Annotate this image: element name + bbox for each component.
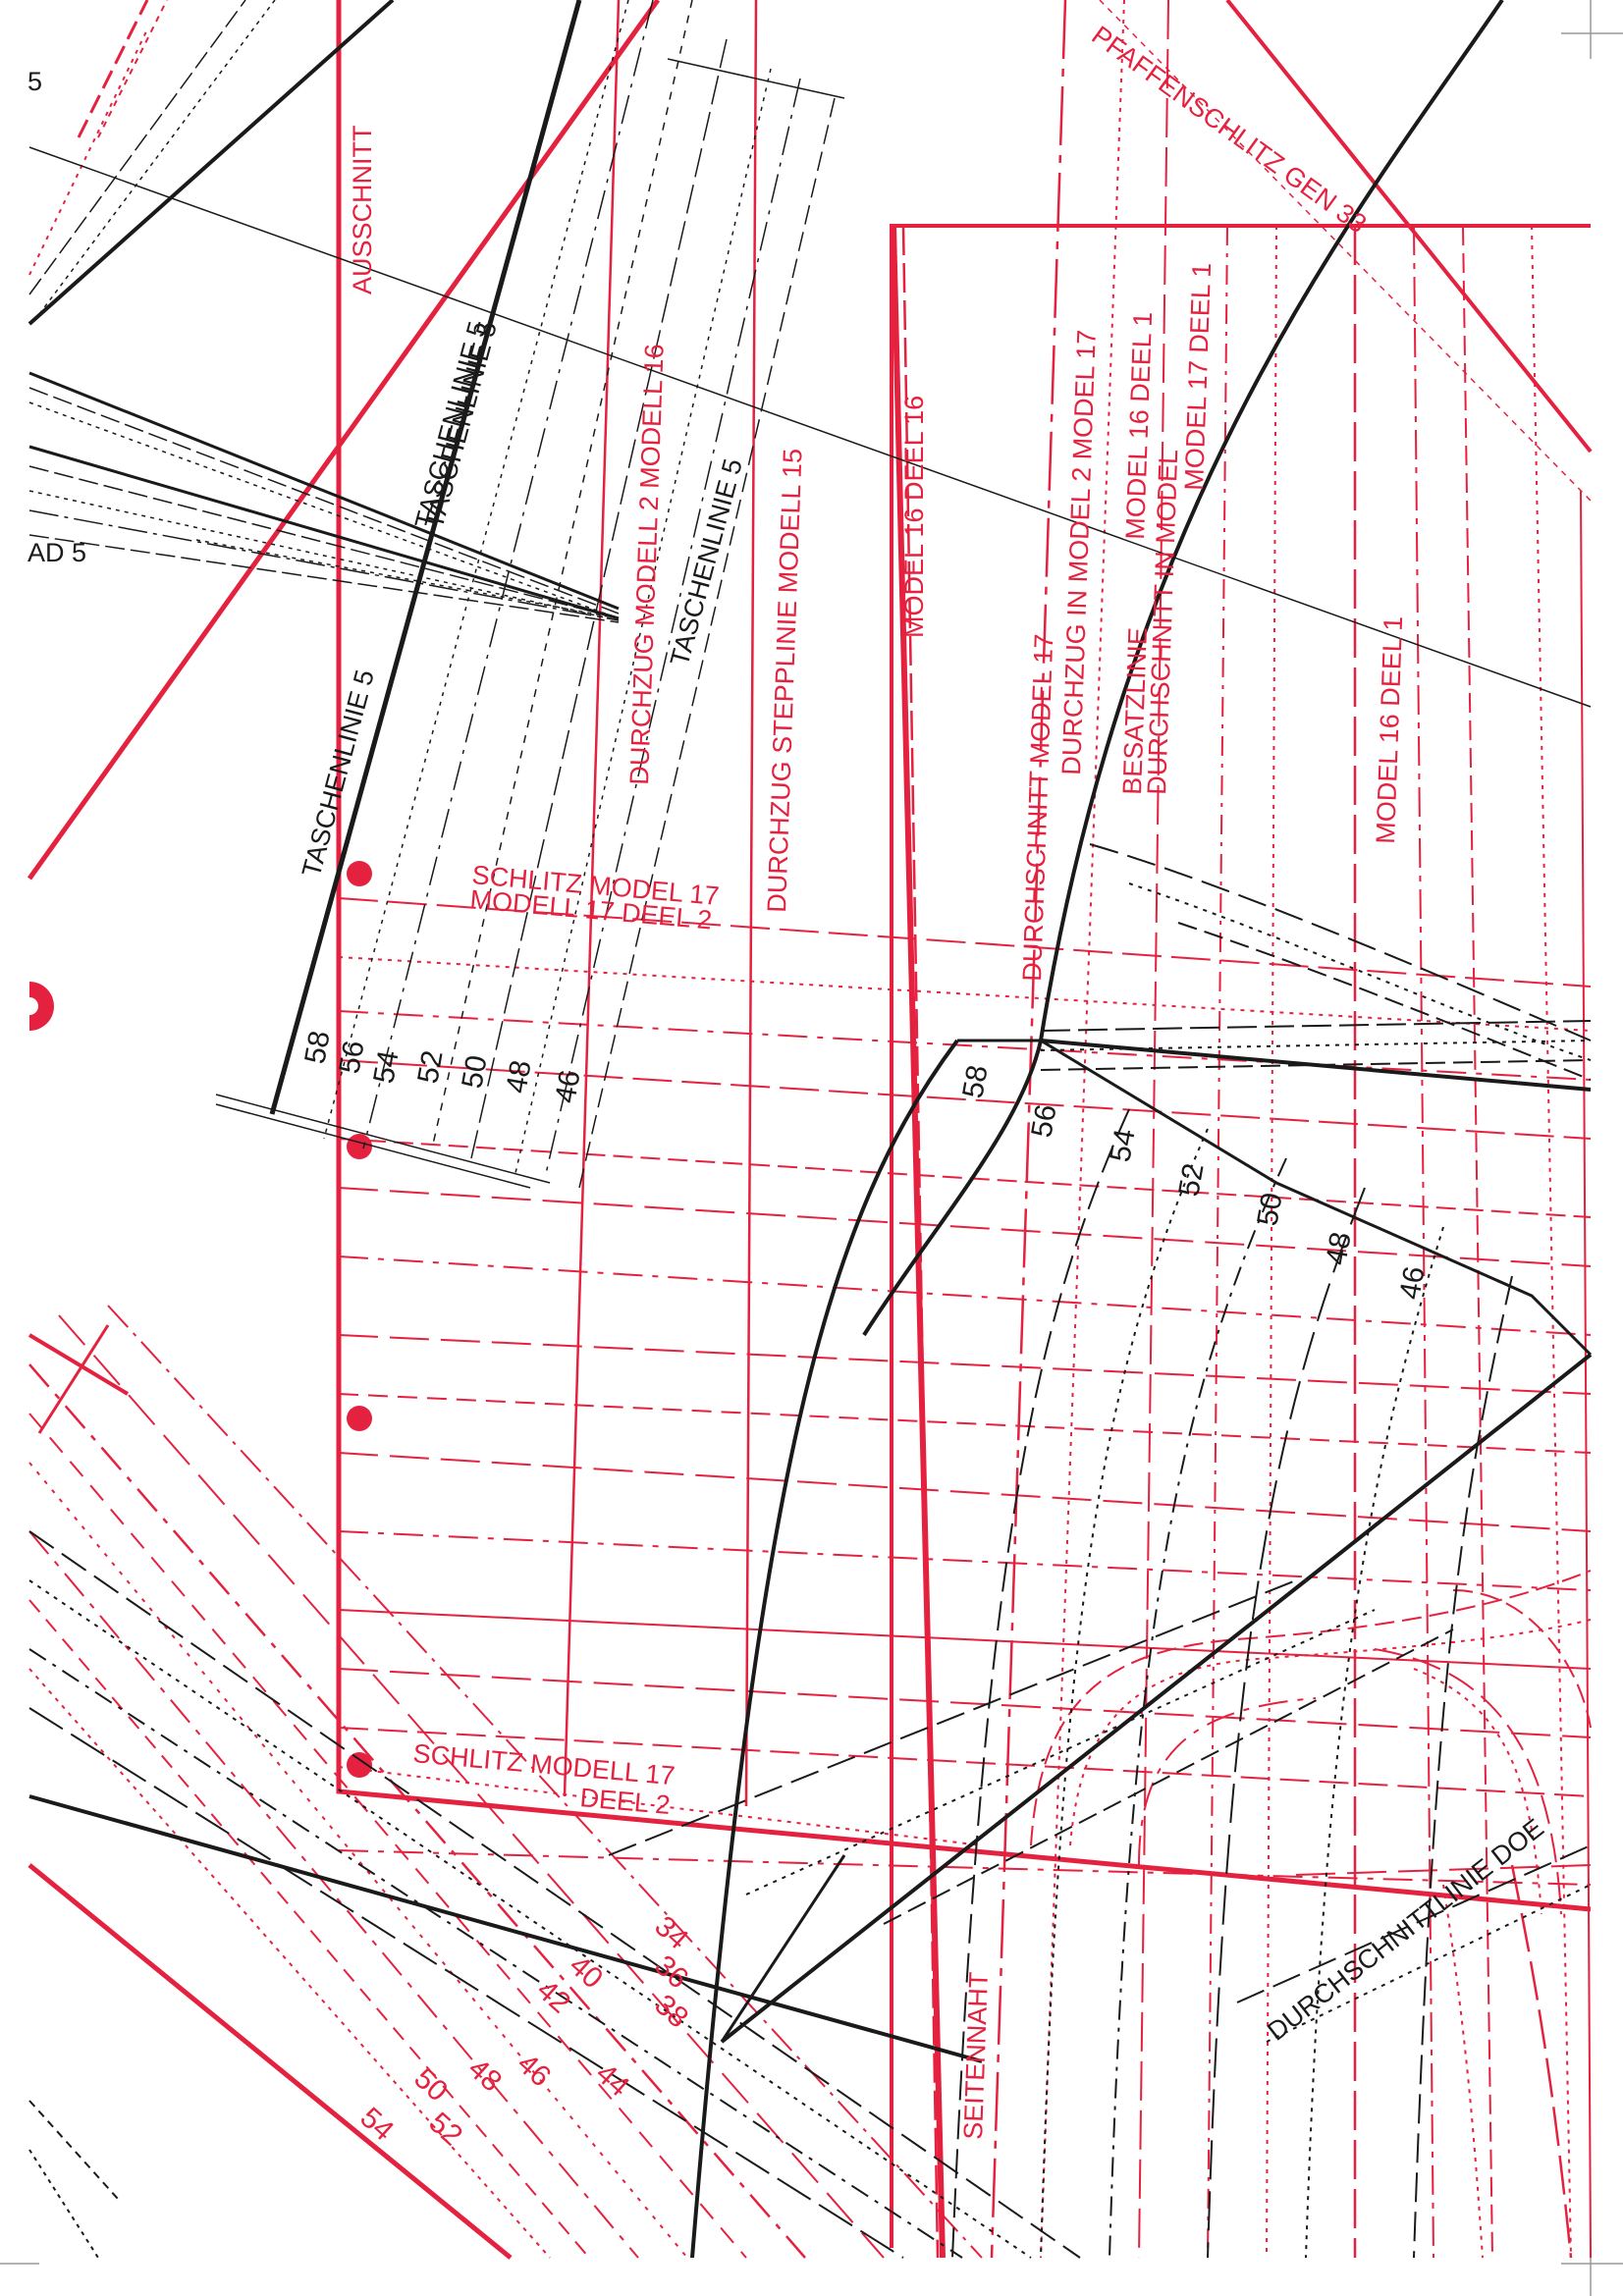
black-lines: [27, 0, 1593, 2259]
size-black-right-3: 52: [1172, 1161, 1210, 1200]
size-black-right-4: 50: [1251, 1191, 1288, 1229]
size-black-left-2: 54: [367, 1048, 405, 1087]
size-black-right-5: 48: [1320, 1230, 1357, 1268]
size-black-left-4: 50: [456, 1053, 493, 1092]
half-circle-marker: [29, 982, 54, 1031]
size-black-right-2: 54: [1104, 1127, 1141, 1165]
model-16-label: MODEL 16 DEEL 16: [899, 396, 929, 638]
size-black-left-1: 56: [333, 1039, 370, 1077]
ausschnitt-label: AUSSCHNITT: [348, 125, 377, 294]
size-black-left-6: 46: [549, 1068, 586, 1106]
size-black-left-5: 48: [500, 1058, 537, 1096]
size-black-right-0: 58: [956, 1063, 994, 1101]
besatzlinie-label: BESATZLINIE: [1117, 627, 1153, 795]
armhole-label: AD 5: [27, 538, 86, 567]
corner-mark: 5: [27, 67, 42, 96]
size-black-right-6: 46: [1393, 1264, 1431, 1303]
seitennaht-label: SEITENNAHT: [958, 1971, 994, 2140]
size-black-right-1: 56: [1025, 1102, 1062, 1141]
size-black-left-0: 58: [298, 1029, 336, 1067]
red-lines: [27, 0, 1593, 2260]
size-black-left-3: 52: [411, 1048, 449, 1087]
